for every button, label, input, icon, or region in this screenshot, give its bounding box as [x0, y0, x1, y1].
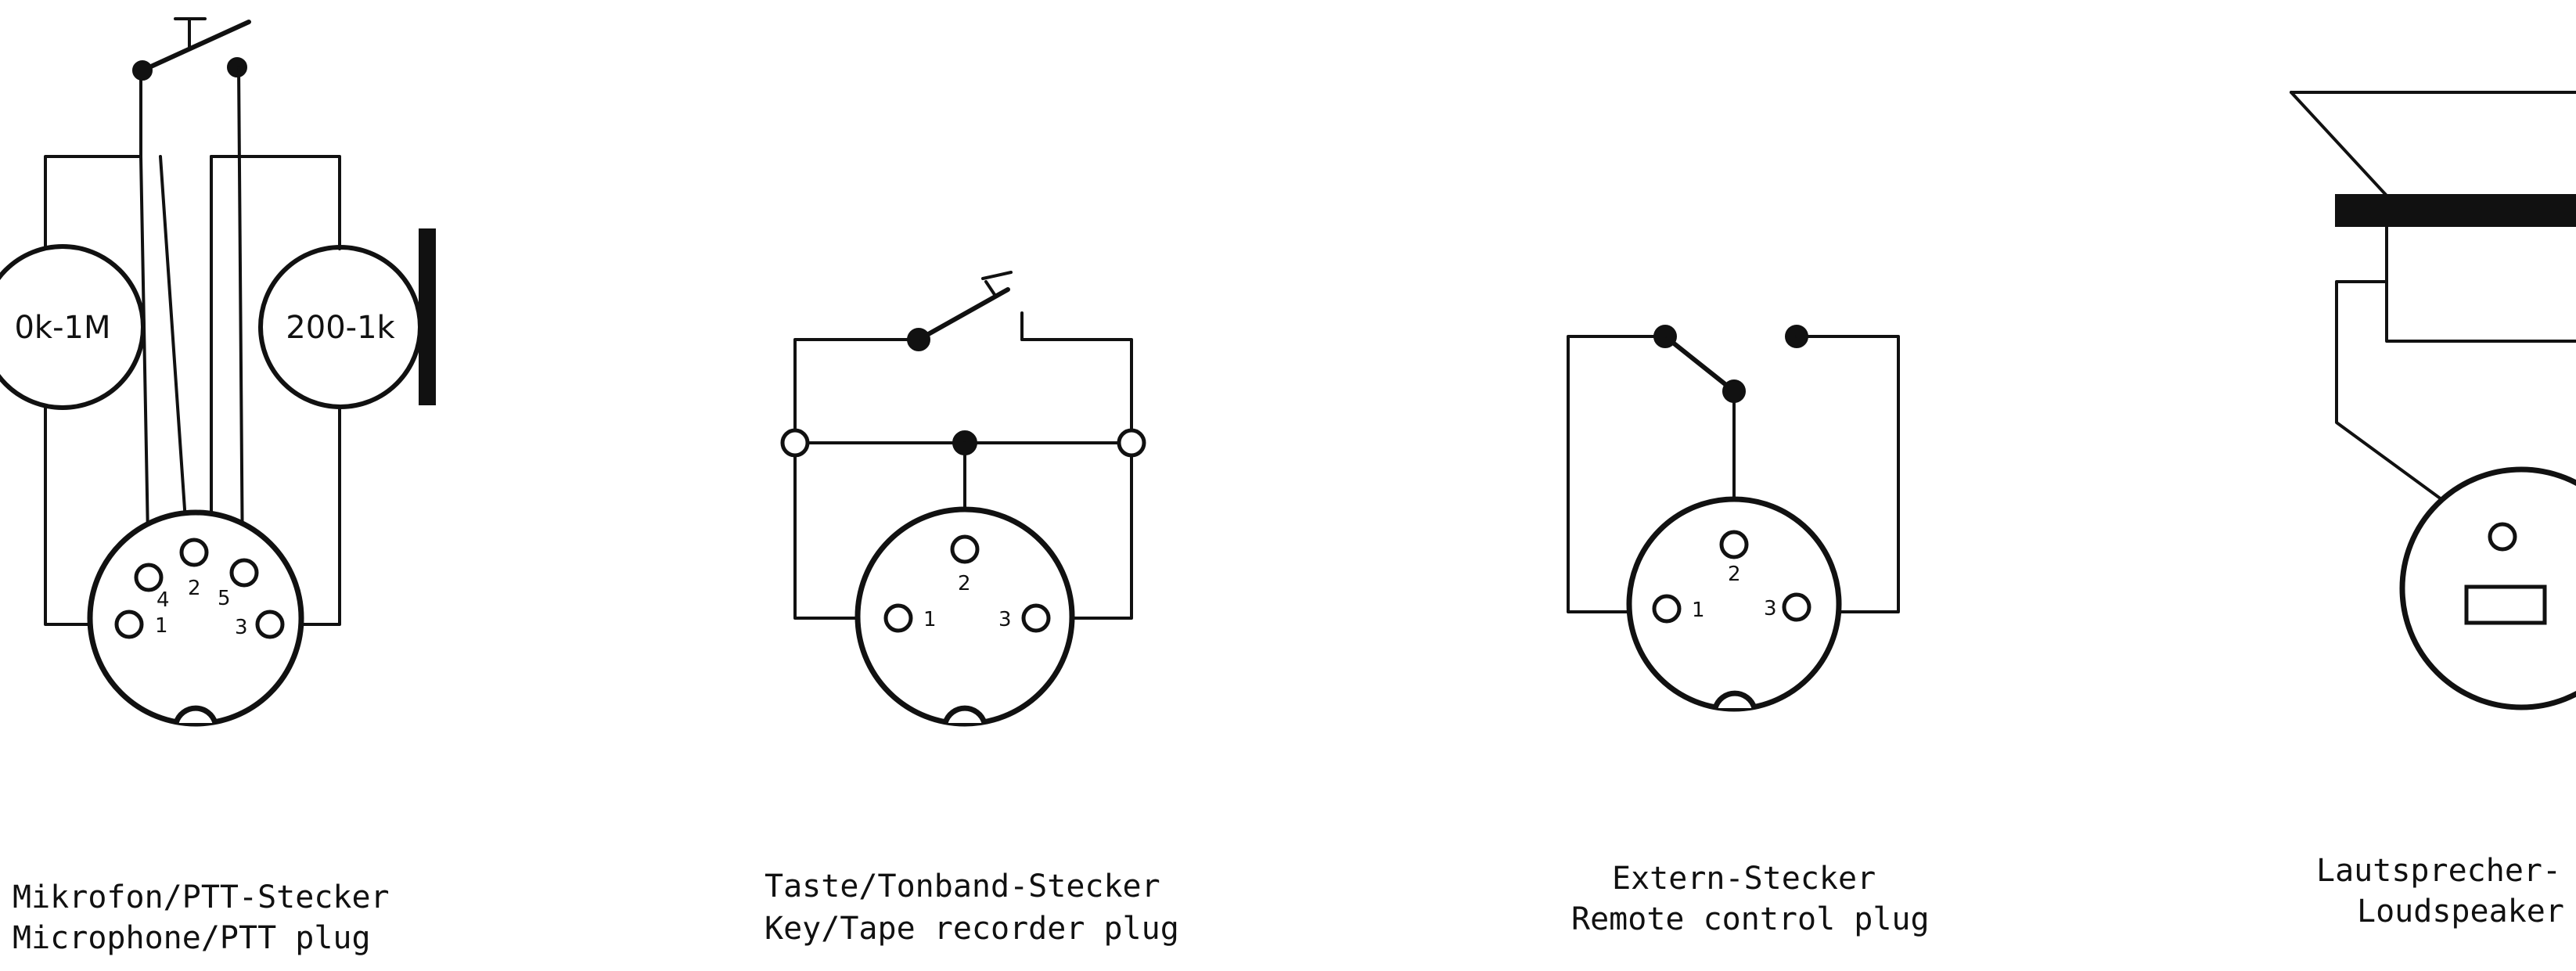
- svg-text:1: 1: [1692, 599, 1705, 622]
- key-pin-1: [883, 603, 913, 633]
- svg-text:1: 1: [923, 608, 937, 631]
- svg-text:2: 2: [958, 572, 971, 595]
- right-resistor-label: 200-1k: [286, 310, 395, 346]
- svg-text:1: 1: [155, 614, 168, 638]
- remote-caption-en: Remote control plug: [1571, 901, 1930, 937]
- remote-pin-3: [1782, 592, 1811, 622]
- key-din-socket: 1 2 3: [854, 506, 1075, 727]
- mic-caption-de: Mikrofon/PTT-Stecker: [13, 879, 390, 915]
- svg-text:4: 4: [157, 588, 170, 612]
- key-left-terminal: [780, 428, 810, 458]
- speaker-pin: [2488, 522, 2517, 552]
- key-right-terminal: [1117, 428, 1146, 458]
- mic-pin-5: [229, 558, 259, 588]
- mic-ptt-diagram: 0k-1M 200-1k 1 2 3 4 5: [0, 17, 436, 956]
- key-caption-en: Key/Tape recorder plug: [765, 911, 1179, 947]
- left-resistor-label: 0k-1M: [14, 310, 110, 346]
- mic-pin-4: [134, 563, 164, 592]
- remote-diagram: 1 2 3 Extern-Stecker Remote control plug: [1567, 325, 1930, 937]
- speaker-caption-en: Loudspeaker: [2357, 894, 2564, 930]
- loudspeaker-icon: [2290, 91, 2576, 343]
- remote-pin-1: [1652, 594, 1682, 624]
- svg-text:2: 2: [188, 577, 201, 600]
- mic-caption-en: Microphone/PTT plug: [13, 920, 371, 956]
- key-switch-icon: [907, 271, 1024, 351]
- svg-text:3: 3: [998, 608, 1012, 631]
- speaker-slot: [2464, 584, 2547, 625]
- mic-din-socket: 1 2 3 4 5: [87, 509, 304, 727]
- ptt-switch-icon: [132, 17, 251, 81]
- svg-text:3: 3: [1764, 597, 1777, 620]
- svg-text:2: 2: [1728, 563, 1741, 586]
- mic-pin-3: [255, 610, 285, 639]
- key-pin-3: [1021, 603, 1051, 633]
- mic-pin-2: [179, 538, 209, 567]
- key-tape-diagram: 1 2 3 Taste/Tonband-Stecker Key/Tape rec…: [765, 271, 1179, 947]
- svg-text:5: 5: [218, 587, 231, 610]
- remote-switch-icon: [1653, 325, 1808, 403]
- loudspeaker-socket: [2399, 466, 2576, 710]
- key-pin-2: [950, 534, 980, 564]
- key-caption-de: Taste/Tonband-Stecker: [765, 869, 1160, 904]
- loudspeaker-diagram: Lautsprecher- Loudspeaker: [2290, 91, 2576, 930]
- mic-diaphragm-bar: [419, 228, 436, 405]
- svg-text:3: 3: [235, 616, 248, 639]
- mic-right-element: 200-1k: [258, 228, 436, 409]
- remote-caption-de: Extern-Stecker: [1612, 861, 1876, 897]
- mic-left-element: 0k-1M: [0, 244, 146, 410]
- mic-pin-1: [114, 610, 144, 639]
- speaker-caption-de: Lautsprecher-: [2316, 853, 2561, 889]
- remote-din-socket: 1 2 3: [1626, 496, 1842, 712]
- remote-pin-2: [1719, 530, 1749, 559]
